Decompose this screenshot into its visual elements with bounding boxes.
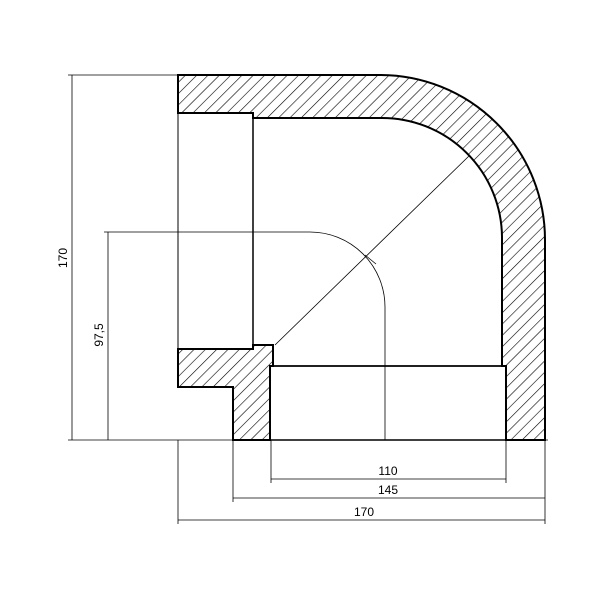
construction-lines: [104, 154, 471, 440]
dimension-center-height: 97,5: [92, 323, 106, 347]
dimension-lines: [68, 74, 548, 524]
dimension-socket-width: 145: [378, 483, 398, 497]
socket-openings: [177, 112, 507, 441]
dimension-inner-width: 110: [378, 464, 397, 478]
dimension-overall-width: 170: [354, 505, 374, 519]
dimension-overall-height: 170: [56, 248, 70, 268]
hatched-body-section: [177, 74, 546, 441]
